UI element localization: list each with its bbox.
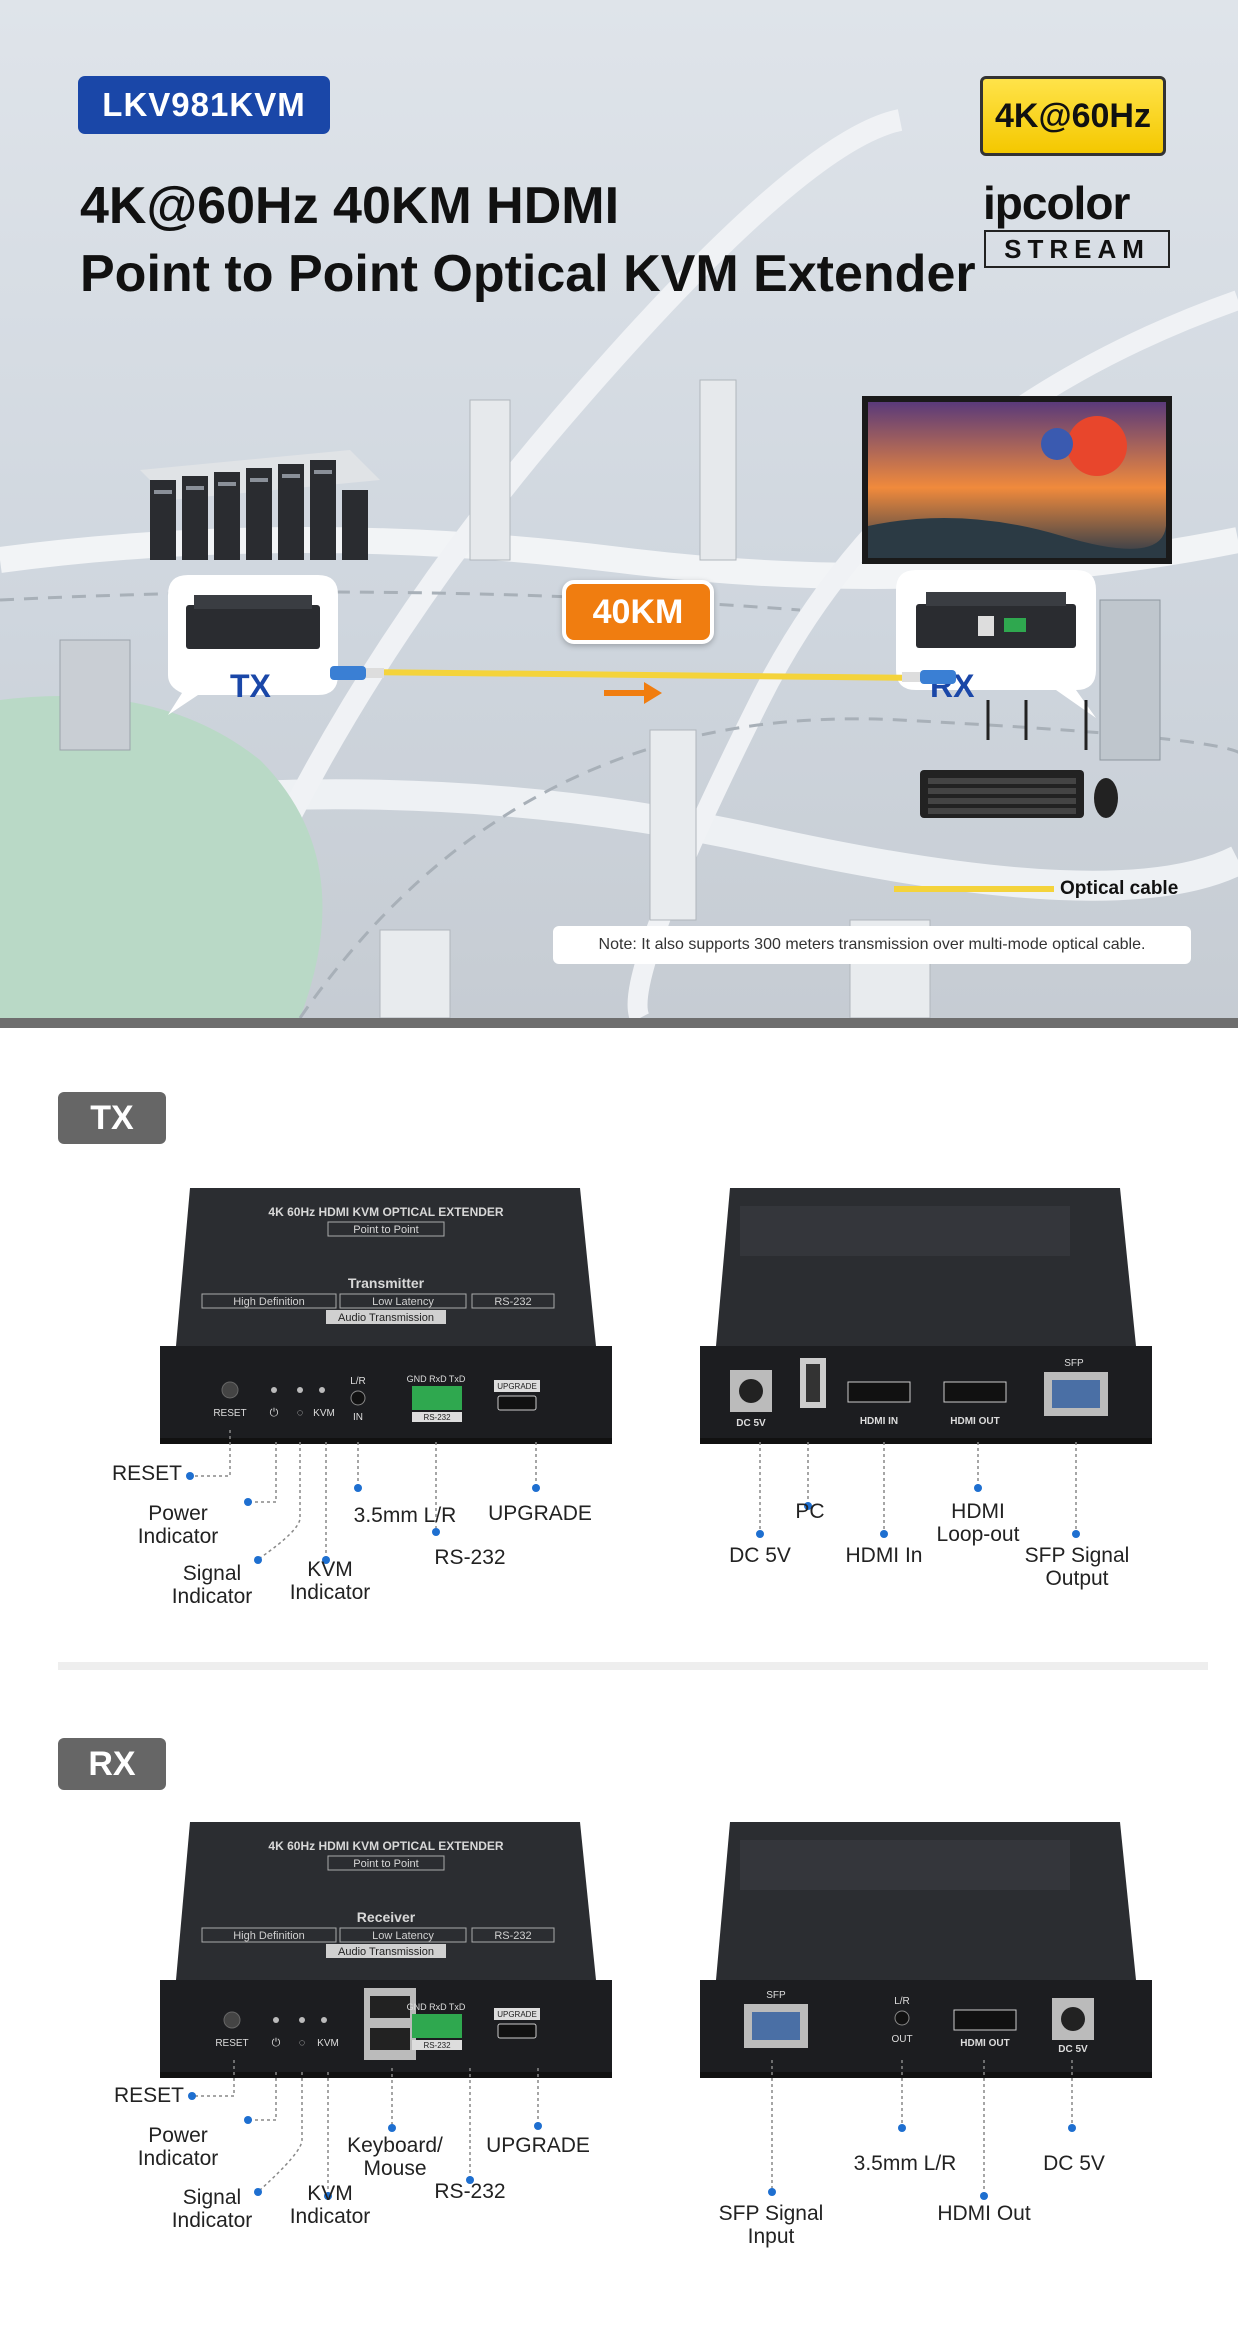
product-title-line2: Point to Point Optical KVM Extender xyxy=(80,245,976,303)
fiber-cable xyxy=(330,666,956,684)
brand-logo: ipcolor xyxy=(983,177,1130,229)
rx-panel-sfp: SFP xyxy=(766,1990,786,2001)
tx-callout-signal: Signal Indicator xyxy=(171,1562,253,1608)
optical-cable-legend-swatch xyxy=(894,886,1054,892)
tx-panel-reset: RESET xyxy=(213,1408,246,1419)
tx-callout-upgrade: UPGRADE xyxy=(488,1502,592,1525)
svg-text:⏻: ⏻ xyxy=(272,2037,281,2049)
rx-callout-kvm: KVM Indicator xyxy=(289,2182,371,2228)
tx-callout-lines xyxy=(186,1430,1080,1564)
tx-front-top-line3: Transmitter xyxy=(348,1275,425,1291)
rx-panel-out: OUT xyxy=(891,2034,912,2045)
tx-callout-reset: RESET xyxy=(111,1462,182,1485)
tx-callout-sfp: SFP Signal Output xyxy=(1024,1544,1130,1590)
monitor-illustration xyxy=(862,396,1172,564)
rx-front-tag-2: RS-232 xyxy=(494,1930,531,1942)
tx-panel-upgrade: UPGRADE xyxy=(497,1382,537,1391)
rx-panel-rs-pins: GND RxD TxD xyxy=(407,2002,466,2012)
rx-panel-kvm: KVM xyxy=(317,2038,339,2049)
tx-front-tag-1: Low Latency xyxy=(372,1296,434,1308)
tx-front-top-line2: Point to Point xyxy=(353,1224,418,1236)
rx-callout-power: Power Indicator xyxy=(137,2124,219,2170)
tx-callout-power: Power Indicator xyxy=(137,1502,219,1548)
section-divider xyxy=(58,1662,1208,1670)
tx-callout-hdmi-in: HDMI In xyxy=(845,1544,923,1567)
rx-callout-upgrade: UPGRADE xyxy=(486,2134,590,2157)
tx-callout-rs232: RS-232 xyxy=(434,1546,506,1569)
tx-callout-kvm: KVM Indicator xyxy=(289,1558,371,1604)
tx-panel-lr: L/R xyxy=(350,1376,366,1387)
city-map-background xyxy=(0,109,1238,1018)
tx-front-device: 4K 60Hz HDMI KVM OPTICAL EXTENDER Point … xyxy=(160,1188,612,1444)
rx-front-top-line3: Receiver xyxy=(357,1909,416,1925)
tx-panel-in: IN xyxy=(353,1412,363,1423)
brand-logo-sub: STREAM xyxy=(984,230,1170,268)
rx-panel-lr: L/R xyxy=(894,1996,910,2007)
resolution-badge: 4K@60Hz xyxy=(980,76,1166,156)
rx-panel-upgrade: UPGRADE xyxy=(497,2010,537,2019)
rx-callout-hdmi-out: HDMI Out xyxy=(937,2202,1031,2225)
tx-panel-rs: RS-232 xyxy=(423,1413,451,1422)
product-title-line1: 4K@60Hz 40KM HDMI xyxy=(80,177,620,235)
tx-bubble xyxy=(168,575,338,715)
rx-callout-dc: DC 5V xyxy=(1043,2152,1105,2175)
rx-callout-lines xyxy=(188,2060,1076,2200)
hero-banner: LKV981KVM 4K@60Hz 40KM HDMI Point to Poi… xyxy=(0,0,1238,1018)
rx-panel-reset: RESET xyxy=(215,2038,248,2049)
tx-callout-audio: 3.5mm L/R xyxy=(353,1504,457,1527)
tx-panel-dc: DC 5V xyxy=(736,1418,766,1429)
tx-section-label: TX xyxy=(58,1092,166,1144)
optical-cable-legend-label: Optical cable xyxy=(1060,878,1179,899)
tx-panel-rs-pins: GND RxD TxD xyxy=(407,1374,466,1384)
tx-panel-hdmi-out: HDMI OUT xyxy=(950,1416,999,1427)
distance-callout: 40KM xyxy=(562,580,714,644)
tx-callout-pc: PC xyxy=(795,1500,825,1523)
keyboard-mouse-illustration xyxy=(920,700,1118,818)
rx-back-device: SFP L/R OUT HDMI OUT DC 5V xyxy=(700,1822,1152,2078)
tx-back-device: DC 5V HDMI IN HDMI OUT SFP xyxy=(700,1188,1152,1444)
tx-panel-sfp: SFP xyxy=(1064,1358,1084,1369)
svg-text:◌: ◌ xyxy=(297,1407,304,1419)
rx-callout-signal: Signal Indicator xyxy=(171,2186,253,2232)
rx-callout-audio: 3.5mm L/R xyxy=(853,2152,957,2175)
server-rack-illustration xyxy=(140,450,380,560)
rx-panel-dc: DC 5V xyxy=(1058,2044,1088,2055)
rx-front-top-line1: 4K 60Hz HDMI KVM OPTICAL EXTENDER xyxy=(268,1839,503,1853)
tx-panel-hdmi-in: HDMI IN xyxy=(860,1416,898,1427)
rx-front-device: 4K 60Hz HDMI KVM OPTICAL EXTENDER Point … xyxy=(160,1822,612,2078)
tx-front-tag-2: RS-232 xyxy=(494,1296,531,1308)
tx-front-tag-audio: Audio Transmission xyxy=(338,1312,434,1324)
model-badge: LKV981KVM xyxy=(78,76,330,134)
rx-front-tag-audio: Audio Transmission xyxy=(338,1946,434,1958)
svg-text:⏻: ⏻ xyxy=(270,1407,279,1419)
rx-bubble xyxy=(896,570,1096,718)
rx-panel-hdmi-out: HDMI OUT xyxy=(960,2038,1009,2049)
tx-front-tag-0: High Definition xyxy=(233,1296,305,1308)
tx-front-top-line1: 4K 60Hz HDMI KVM OPTICAL EXTENDER xyxy=(268,1205,503,1219)
rx-callout-rs232: RS-232 xyxy=(434,2180,506,2203)
rx-front-tag-1: Low Latency xyxy=(372,1930,434,1942)
rx-front-tag-0: High Definition xyxy=(233,1930,305,1942)
svg-text:◌: ◌ xyxy=(299,2037,306,2049)
tx-callout-dc: DC 5V xyxy=(729,1544,791,1567)
rx-section-label: RX xyxy=(58,1738,166,1790)
rx-callout-usb: Keyboard/ Mouse xyxy=(347,2134,443,2180)
rx-callout-reset: RESET xyxy=(113,2084,184,2107)
tx-panel-kvm: KVM xyxy=(313,1408,335,1419)
hero-divider xyxy=(0,1018,1238,1028)
note-box: Note: It also supports 300 meters transm… xyxy=(553,926,1191,964)
rx-callout-sfp: SFP Signal Input xyxy=(718,2202,824,2248)
arrow-right-icon xyxy=(604,682,662,704)
tx-label: TX xyxy=(230,668,271,704)
rx-front-top-line2: Point to Point xyxy=(353,1858,418,1870)
rx-panel-rs: RS-232 xyxy=(423,2041,451,2050)
tx-callout-hdmi-loop: HDMI Loop-out xyxy=(936,1500,1020,1546)
